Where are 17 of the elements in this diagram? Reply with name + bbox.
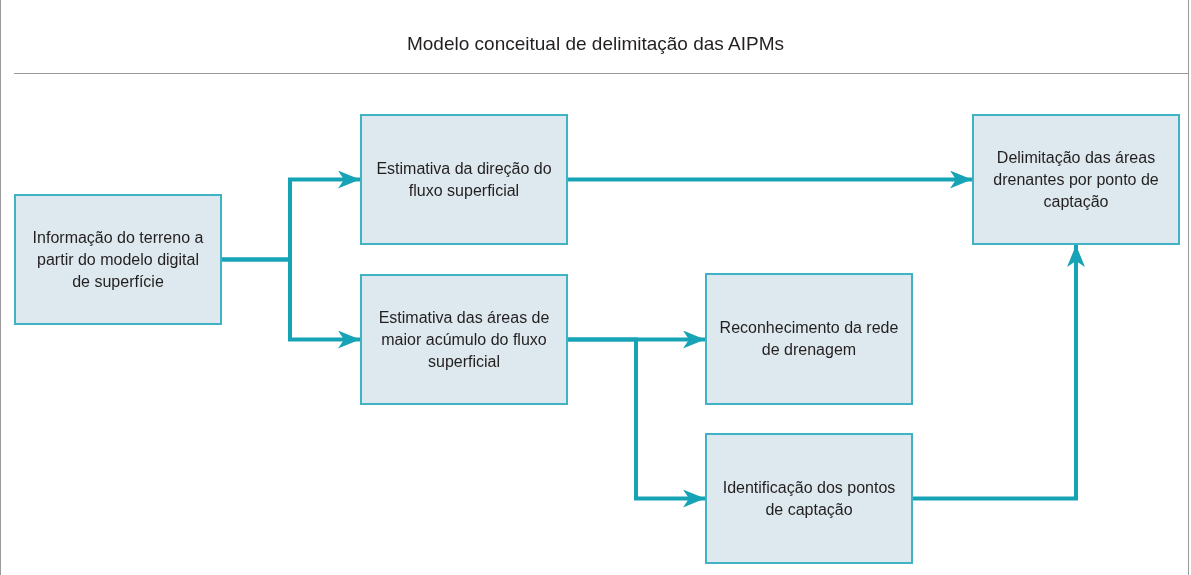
box-label: Estimativa da direção do fluxo superficial	[375, 158, 553, 201]
process-box	[705, 273, 913, 405]
arrow	[913, 245, 1085, 501]
arrow	[568, 337, 705, 508]
box-label: Delimitação das áreas drenantes por ponto de captação	[992, 147, 1160, 212]
process-box	[360, 114, 568, 245]
arrow	[222, 257, 360, 349]
process-box	[360, 274, 568, 405]
box-label: Informação do terreno a partir do modelo digital de superfície	[31, 227, 205, 292]
process-box	[705, 433, 913, 564]
process-box	[972, 114, 1180, 245]
arrow	[568, 170, 972, 189]
process-box	[14, 194, 222, 325]
box-label: Reconhecimento da rede de drenagem	[719, 318, 899, 360]
box-label: Estimativa das áreas de maior acúmulo do fluxo superficial	[377, 307, 551, 372]
box-label: Identificação dos pontos de captação	[721, 477, 897, 520]
diagram-title: Modelo conceitual de delimitação das AIPMs	[405, 32, 785, 56]
